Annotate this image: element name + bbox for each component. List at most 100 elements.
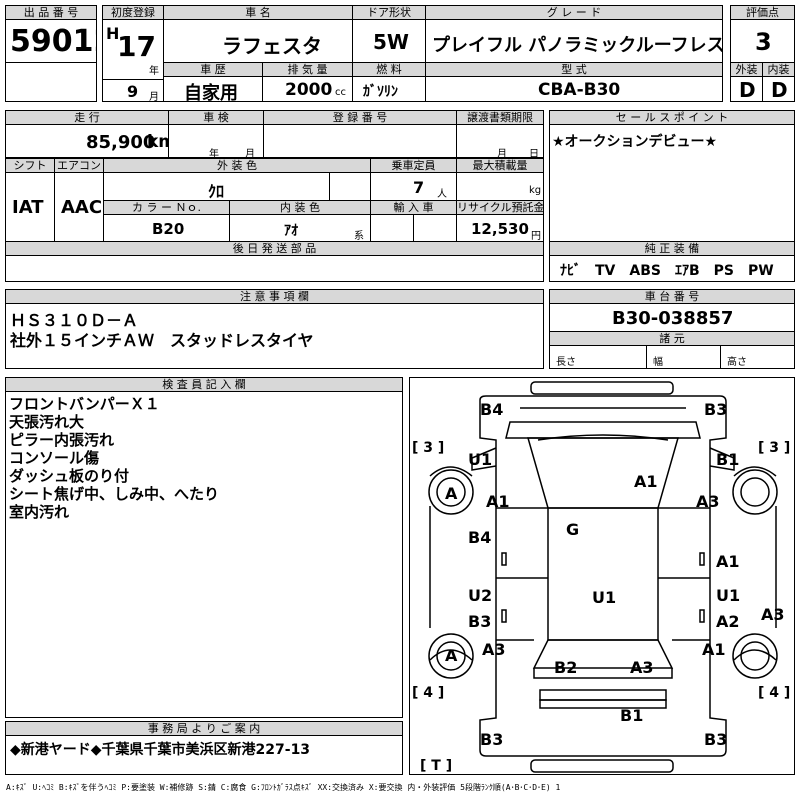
doors-value: 5W [373,30,409,54]
inspection-header: 車 検 [168,110,264,125]
lot-number-cell: 59012 [5,19,97,63]
sales-point-value: ★オークションデビュー★ [552,134,718,150]
mark-b1-bottom: B1 [620,706,644,725]
reg-month: 9 [127,82,139,101]
recycle-value: 12,530 [471,220,529,238]
model-header: 型 式 [425,62,723,77]
capacity-cell: 7 人 [370,172,457,201]
later-parts-header: 後 日 発 送 部 品 [5,241,544,256]
ext-color-header: 外 装 色 [103,158,371,173]
mark-trunk: [ T ] [420,758,453,774]
office-cell: ◆新港ヤード◆千葉県千葉市美浜区新港227-13 [5,735,403,775]
lot-header: 出 品 番 号 [5,5,97,20]
inspector-note: ダッシュ板のり付 [9,467,130,485]
later-parts-cell [5,255,544,282]
capacity-value: 7 [413,178,425,197]
ext-color-cell: ｸﾛ [103,172,330,201]
mileage-cell: 85,900 km [5,124,169,158]
mark-tire-fl: [ 3 ] [412,440,445,456]
specs-header: 諸 元 [549,331,795,346]
max-load-header: 最大積載量 [456,158,544,173]
inspector-header: 検 査 員 記 入 欄 [5,377,403,392]
fuel-value: ｶﾞｿﾘﾝ [363,84,398,100]
model-value: CBA-B30 [538,80,621,100]
ext-color-extra-cell [329,172,371,201]
mark-u1-right: U1 [716,586,741,605]
mark-u1-left: U1 [468,450,493,469]
mark-b3-bottom-left: B3 [480,730,504,749]
car-name-header: 車 名 [163,5,353,20]
score-cell: 3 [730,19,795,63]
mark-g-center: G [566,520,580,539]
transfer-header: 譲渡書類期限 [456,110,544,125]
grade-header: グ レ ー ド [425,5,723,20]
transfer-cell: 月 日 [456,124,544,158]
inspector-note: 天張汚れ大 [9,413,85,431]
history-value: 自家用 [184,83,238,102]
mark-a-left-rear: A [445,646,458,665]
ac-cell: AAC [54,172,104,242]
mark-u2: U2 [468,586,493,605]
ac-value: AAC [61,197,103,218]
import-cell-b [413,214,457,242]
history-cell: 自家用 [163,76,263,102]
insp-year-unit: 年 [209,149,219,158]
fuel-cell: ｶﾞｿﾘﾝ [352,76,426,102]
cc-unit: cc [335,87,346,98]
km-unit: km [147,132,168,152]
first-reg-header: 初度登録 [102,5,164,20]
spec-height-label: 高さ [727,357,747,368]
displacement-cell: 2000 cc [262,76,353,102]
int-color-suffix: 系 [354,231,364,242]
fuel-header: 燃 料 [352,62,426,77]
spec-height-cell: 高さ [720,345,795,369]
mark-a1-center: A1 [634,472,658,491]
mark-a1-left: A1 [486,492,510,511]
exterior-score: D [739,78,756,102]
sales-point-cell: ★オークションデビュー★ [549,124,795,242]
history-header: 車 歴 [163,62,263,77]
int-color-value: ｱｵ [284,223,298,239]
recycle-cell: 12,530 円 [456,214,544,242]
model-cell: CBA-B30 [425,76,723,102]
int-color-header: 内 装 色 [229,200,371,215]
interior-score-cell: D [762,76,795,102]
spec-width-label: 幅 [653,357,663,368]
capacity-header: 乗車定員 [370,158,457,173]
reg-no-cell [263,124,457,158]
inspector-note: ピラー内張汚れ [9,431,115,449]
transfer-day-unit: 日 [529,149,539,158]
inspector-notes: フロントバンパーＸ１ 天張汚れ大 ピラー内張汚れ コンソール傷 ダッシュ板のり付… [5,391,403,718]
mileage-header: 走 行 [5,110,169,125]
caution-header: 注 意 事 項 欄 [5,289,544,304]
mark-b2: B2 [554,658,578,677]
car-diagram-panel: B4 B3 [ 3 ] [ 3 ] U1 B1 A A1 A1 A3 G B4 … [409,377,795,775]
yen-unit: 円 [531,231,541,242]
inspector-note: コンソール傷 [9,449,100,467]
mark-tire-fr: [ 3 ] [758,440,791,456]
displacement-header: 排 気 量 [262,62,353,77]
mark-b1-right: B1 [716,450,740,469]
mark-a-left-front: A [445,484,458,503]
kg-unit: kg [529,185,542,196]
mark-b3-bottom-right: B3 [704,730,728,749]
chassis-value: B30-038857 [612,308,734,329]
shift-header: シフト [5,158,55,173]
reg-month-cell: 9 月 [102,79,164,102]
equipment-value: ﾅﾋﾞ TV ABS ｴｱB PS PW [560,263,774,279]
exterior-score-cell: D [730,76,763,102]
score-value: 3 [755,28,772,56]
car-diagram [428,381,778,773]
inspector-note: シート焦げ中、しみ中、へたり [9,485,220,503]
mark-a1-door-right: A1 [716,552,740,571]
shift-cell: IAT [5,172,55,242]
max-load-cell: kg [456,172,544,201]
doors-cell: 5W [352,19,426,63]
equipment-header: 純 正 装 備 [549,241,795,256]
score-header: 評価点 [730,5,795,20]
color-no-cell: B20 [103,214,230,242]
year-unit: 年 [149,66,159,77]
caution-line-2: 社外１５インチＡＷ スタッドレスタイヤ [10,331,314,350]
inspection-cell: 年 月 [168,124,264,158]
interior-score: D [771,78,788,102]
